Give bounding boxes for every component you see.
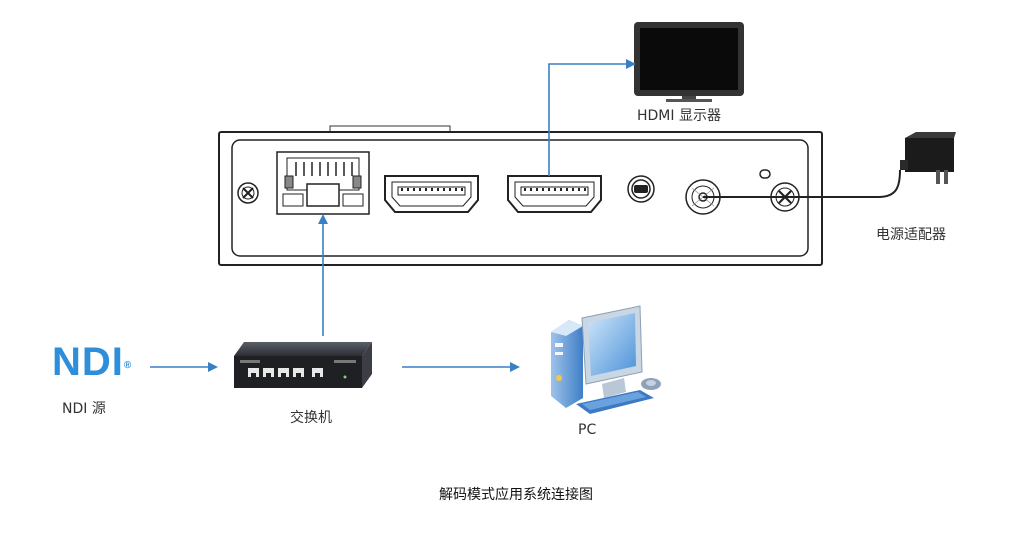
label-switch: 交换机: [290, 410, 332, 426]
pc-icon: [551, 305, 661, 414]
led-indicator-icon: [759, 169, 771, 179]
monitor-icon: [634, 22, 744, 102]
power-adapter-icon: [703, 132, 956, 198]
label-pc: PC: [578, 422, 597, 438]
decoder-device: [218, 125, 823, 266]
ndi-logo-mark: ®: [123, 360, 133, 371]
round-button-icon: [627, 175, 655, 203]
rj45-port-icon: [276, 151, 370, 215]
arrows: [150, 59, 636, 372]
ndi-logo-text: NDI: [52, 340, 124, 384]
hdmi-port-1-icon: [384, 175, 479, 213]
label-hdmi-monitor: HDMI 显示器: [637, 108, 721, 124]
hdmi-port-2-icon: [507, 175, 602, 213]
arrow-hdmi-to-monitor: [548, 59, 636, 176]
label-power-adapter: 电源适配器: [876, 227, 946, 243]
left-screw-icon: [237, 182, 259, 204]
label-ndi-source: NDI 源: [62, 401, 106, 417]
ndi-logo: NDI®: [52, 338, 132, 386]
network-switch-icon: [234, 342, 372, 388]
diagram-caption: 解码模式应用系统连接图: [439, 487, 593, 503]
